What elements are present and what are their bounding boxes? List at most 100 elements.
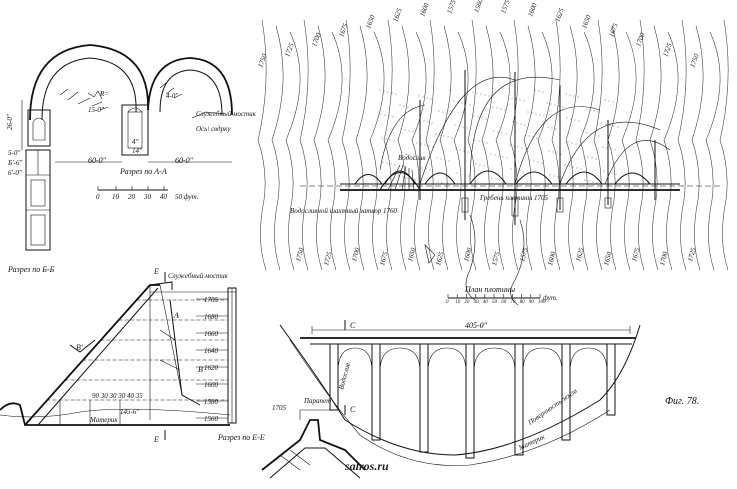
ee-elev-label: 1580 [204, 398, 219, 406]
plan-contour-top-label: 1600 [526, 2, 538, 18]
plan-contour-labels: 1750 1725 1700 1675 1650 1625 1600 1575 1560 1575… [256, 0, 700, 267]
plan-contour-top-label: 1750 [256, 52, 268, 68]
elev-ground-label: Поверхность земли [526, 387, 579, 428]
elev-mark-c: С [350, 321, 356, 330]
ee-elev-label: 1640 [204, 347, 219, 355]
plan-contour-bottom-label: 1700 [658, 250, 669, 266]
plan-scale-tick: 100 [538, 300, 546, 305]
plan-scale-unit: фут. [543, 294, 558, 302]
plan-scale-tick: 60 [501, 300, 507, 305]
aa-service-label: Служебный мостик [196, 110, 257, 118]
aa-dim-right: 60-0" [175, 156, 194, 165]
plan-contour-bottom-label: 1600 [546, 250, 557, 266]
plan-contour-top-label: 1625 [391, 7, 403, 23]
ee-mark-b: В [198, 365, 203, 374]
ee-elev-label: 1600 [204, 381, 219, 389]
ee-elev-label: 1620 [204, 364, 219, 372]
elev-mark-c2: С [350, 405, 356, 414]
plan-scale-tick: 50 [492, 300, 498, 305]
ee-walkway-label: Служебный мостик [168, 272, 229, 280]
ee-elev-label: 1680 [204, 313, 219, 321]
plan-contour-bottom-label: 1750 [294, 246, 305, 262]
ee-elev-label: 1560 [204, 415, 219, 423]
aa-inner-mark: 4" [132, 138, 139, 146]
ee-bed-label: Материк [89, 416, 118, 424]
scale-aa-unit: 50 фут. [175, 193, 199, 201]
ee-mark-bottom: Е [153, 435, 159, 444]
plan-road-label: Гребень плотины 1705 [479, 194, 548, 202]
plan-contour-top-label: 1575 [499, 0, 511, 15]
scale-aa [97, 186, 168, 191]
ee-mark-a: А [173, 311, 179, 320]
plan-contour-top-label: 1725 [283, 42, 295, 58]
plan-scale-tick: 80 [520, 300, 526, 305]
section-aa [21, 44, 233, 163]
ee-mark-b2: В' [76, 343, 83, 352]
ee-caption: Разрез по Е-Е [217, 433, 265, 442]
plan-contour-top-label: 1675 [607, 22, 619, 38]
plan-contour-bottom-label: 1650 [602, 250, 613, 266]
ee-dims: 90 30 30 30 40 35 [92, 392, 143, 400]
plan-scale-tick: 10 [455, 300, 461, 305]
plan-contour-top-label: 1700 [634, 31, 646, 47]
aa-arch-dim: 15-0" [88, 106, 104, 114]
plan-contour-bottom-label: 1575 [518, 246, 529, 262]
plan-scale-tick: 20 [464, 300, 470, 305]
ee-mark-top: Е [153, 267, 159, 276]
scale-aa-tick-3: 30 [143, 193, 152, 201]
plan-contour-top-label: 1725 [661, 42, 673, 58]
plan-spillway-label: Водослив [398, 154, 425, 162]
watermark: salros.ru [344, 459, 389, 473]
plan-dam [300, 70, 720, 306]
plan-contour-bottom-label: 1575 [490, 250, 501, 266]
ee-elev-label: 1705 [204, 296, 219, 304]
elev-total-dim: 405-0" [465, 321, 488, 330]
plan-contour-bottom-label: 1625 [574, 246, 585, 262]
bb-mark1: 5-0" [8, 149, 20, 157]
plan-contour-top-label: 1575 [445, 0, 457, 15]
ee-elev-labels: 1705 1680 1660 1640 1620 1600 1580 1560 [196, 296, 228, 423]
plan-contour-bottom-label: 1600 [462, 246, 473, 262]
scale-aa-tick-4: 40 [160, 193, 168, 201]
elevation [279, 320, 641, 466]
plan-contour-bottom-label: 1625 [434, 250, 445, 266]
elev-spill-label: Водослив [337, 362, 352, 391]
aa-note: Ось\ свдрку [196, 125, 231, 133]
aa-inner-mark2: 14" [132, 147, 142, 155]
plan-scale-tick: 30 [474, 300, 480, 305]
cc-label: Парапет [303, 397, 331, 405]
plan-scale-tick: 70 [510, 300, 516, 305]
plan-contour-top-label: 1625 [553, 7, 565, 23]
plan-contour-bottom-label: 1675 [378, 250, 389, 266]
aa-side-mark: 4-0" [166, 92, 178, 100]
aa-radius: R= [99, 90, 109, 98]
bb-mark3: 6'-0" [8, 169, 22, 177]
ee-base-dim: 145-6" [120, 408, 139, 416]
scale-aa-tick-1: 10 [112, 193, 120, 201]
plan-contour-top-label: 1650 [580, 13, 592, 29]
section-bb [25, 149, 51, 251]
cc-elev: 1705 [272, 404, 287, 412]
scale-aa-tick-0: 0 [96, 193, 100, 201]
plan-contour-bottom-label: 1650 [406, 246, 417, 262]
section-ee [0, 272, 237, 440]
figure-label: Фиг. 78. [665, 396, 699, 407]
plan-apron-label: Водосливной шахтный затвор 1760 [290, 207, 398, 215]
plan-contour-bottom-label: 1725 [686, 246, 697, 262]
plan-contour-top-label: 1700 [310, 31, 322, 47]
aa-caption: Разрез по А-А [119, 167, 167, 176]
plan-contour-top-label: 1560 [472, 0, 484, 14]
plan-scale-title: План плотины [464, 285, 516, 294]
plan-contour-bottom-label: 1675 [630, 246, 641, 262]
ee-elev-label: 1660 [204, 330, 219, 338]
aa-dim-left: 60-0" [88, 156, 107, 165]
scale-aa-tick-2: 20 [128, 193, 136, 201]
bb-caption: Разрез по Б-Б [7, 265, 55, 274]
plan-scale-tick: 40 [483, 300, 489, 305]
bb-mark2: Б'-6" [7, 159, 22, 167]
plan-contours [257, 19, 729, 271]
plan-contour-top-label: 1600 [418, 2, 430, 18]
aa-dim-height: 26-0" [6, 114, 14, 130]
